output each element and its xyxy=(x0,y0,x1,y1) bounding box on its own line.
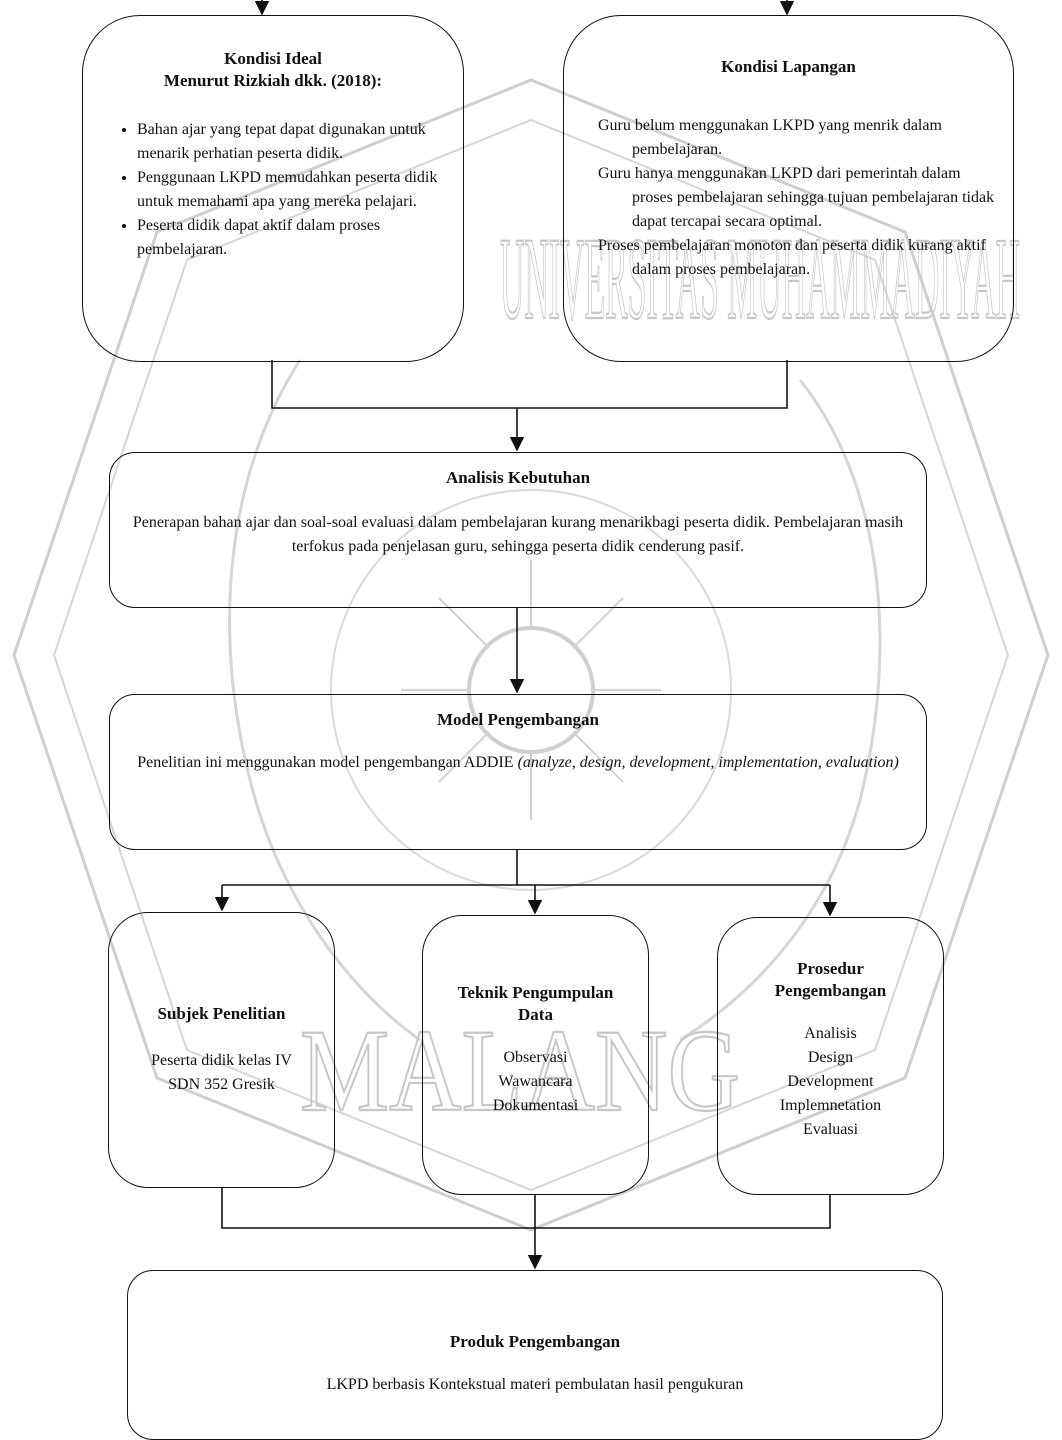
prosedur-line: Design xyxy=(807,1049,854,1066)
connector-ideal-lapangan xyxy=(271,360,788,409)
model-box: Model Pengembangan Penelitian ini menggu… xyxy=(109,694,927,850)
teknik-line: Observasi xyxy=(503,1049,568,1066)
lapangan-box: Kondisi Lapangan Guru belum menggunakan … xyxy=(563,15,1014,362)
lapangan-title: Kondisi Lapangan xyxy=(721,57,856,76)
ideal-bullet-item: Penggunaan LKPD memudahkan peserta didik… xyxy=(137,166,449,214)
lapangan-item: Guru belum menggunakan LKPD yang menrik … xyxy=(598,117,942,158)
subjek-line: Peserta didik kelas IV xyxy=(151,1052,292,1069)
produk-box: Produk Pengembangan LKPD berbasis Kontek… xyxy=(127,1270,943,1440)
ideal-box: Kondisi Ideal Menurut Rizkiah dkk. (2018… xyxy=(82,15,464,362)
teknik-line: Dokumentasi xyxy=(492,1097,579,1114)
lapangan-item: Guru hanya menggunakan LKPD dari pemerin… xyxy=(598,165,995,230)
ideal-bullet-list: Bahan ajar yang tepat dapat digunakan un… xyxy=(97,118,449,262)
model-text: Penelitian ini menggunakan model pengemb… xyxy=(134,751,902,775)
prosedur-lines: Analisis Design Development Implemnetati… xyxy=(724,1022,937,1142)
connector-model-split xyxy=(222,850,830,886)
analisis-box: Analisis Kebutuhan Penerapan bahan ajar … xyxy=(109,452,927,608)
ideal-title-line1: Kondisi Ideal xyxy=(224,49,322,68)
prosedur-title-line1: Prosedur xyxy=(797,959,864,978)
prosedur-title-line2: Pengembangan xyxy=(774,981,887,1000)
teknik-lines: Observasi Wawancara Dokumentasi xyxy=(429,1046,642,1118)
produk-title: Produk Pengembangan xyxy=(449,1332,621,1351)
prosedur-line: Implemnetation xyxy=(779,1097,882,1114)
analisis-title: Analisis Kebutuhan xyxy=(445,468,591,487)
prosedur-line: Evaluasi xyxy=(802,1121,859,1138)
teknik-title-line2: Data xyxy=(518,1005,553,1024)
produk-text: LKPD berbasis Kontekstual materi pembula… xyxy=(326,1376,744,1393)
ideal-bullet-item: Peserta didik dapat aktif dalam proses p… xyxy=(137,214,449,262)
prosedur-line: Analisis xyxy=(804,1025,857,1042)
prosedur-line: Development xyxy=(787,1073,874,1090)
connector-bottom-merge xyxy=(221,1188,831,1229)
prosedur-box: Prosedur Pengembangan Analisis Design De… xyxy=(717,917,944,1195)
subjek-box: Subjek Penelitian Peserta didik kelas IV… xyxy=(108,912,335,1188)
model-title: Model Pengembangan xyxy=(437,710,599,729)
subjek-title: Subjek Penelitian xyxy=(157,1004,286,1023)
ideal-bullet-item: Bahan ajar yang tepat dapat digunakan un… xyxy=(137,118,449,166)
analisis-text: Penerapan bahan ajar dan soal-soal evalu… xyxy=(132,514,904,555)
ideal-title-line2: Menurut Rizkiah dkk. (2018): xyxy=(163,71,383,90)
teknik-box: Teknik Pengumpulan Data Observasi Wawanc… xyxy=(422,915,649,1195)
lapangan-item: Proses pembelajaran monoton dan peserta … xyxy=(598,237,986,278)
teknik-line: Wawancara xyxy=(498,1073,573,1090)
model-text-italic: (analyze, design, development, implement… xyxy=(517,754,899,771)
watermark-text-malang: MALANG xyxy=(300,1005,740,1136)
subjek-lines: Peserta didik kelas IV SDN 352 Gresik xyxy=(117,1049,326,1097)
teknik-title-line1: Teknik Pengumpulan xyxy=(457,983,614,1002)
lapangan-list: Guru belum menggunakan LKPD yang menrik … xyxy=(598,114,1001,282)
subjek-line: SDN 352 Gresik xyxy=(168,1076,275,1093)
model-text-normal: Penelitian ini menggunakan model pengemb… xyxy=(137,754,518,771)
